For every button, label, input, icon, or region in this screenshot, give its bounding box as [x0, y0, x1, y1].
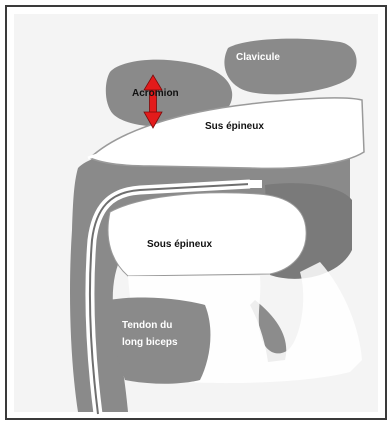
- sous-epineux-muscle: [108, 193, 306, 276]
- label-sus-epineux: Sus épineux: [205, 121, 264, 132]
- label-acromion: Acromion: [132, 88, 179, 99]
- label-tendon-line1: Tendon du: [122, 320, 172, 331]
- label-clavicule: Clavicule: [236, 52, 280, 63]
- label-sous-epineux: Sous épineux: [147, 239, 212, 250]
- label-tendon-line2: long biceps: [122, 337, 178, 348]
- tendon-cap: [248, 180, 262, 188]
